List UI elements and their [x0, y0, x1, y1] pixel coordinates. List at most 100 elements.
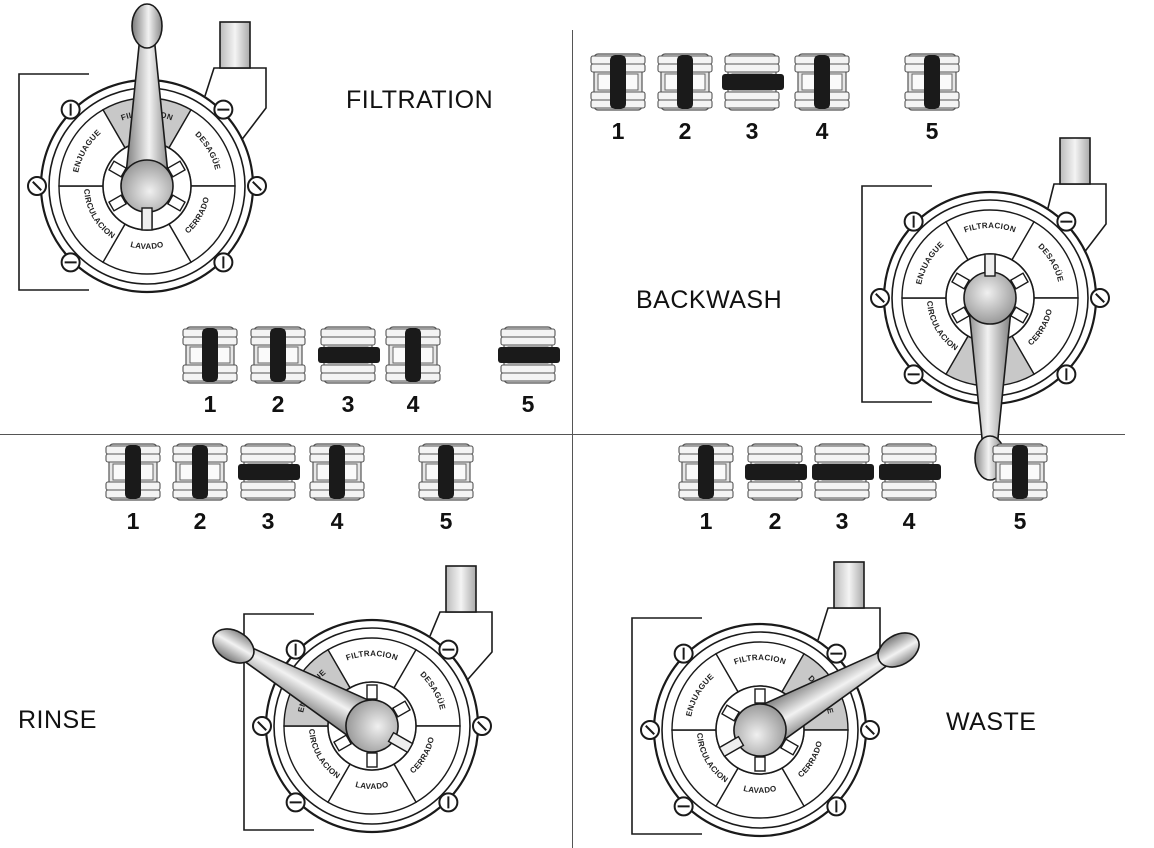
- bolt-icon: [860, 720, 880, 740]
- ball-valve-1: [678, 443, 734, 501]
- backwash-multiport-dial: FILTRACIONDESAGÜECERRADOLAVADOCIRCULACIO…: [861, 137, 1110, 481]
- port-slot: [1009, 306, 1029, 324]
- valve-lever-open: [125, 445, 141, 499]
- dial-segment-label: FILTRACION: [963, 221, 1017, 234]
- selector-handle: [718, 632, 920, 758]
- valve-lever-open: [405, 328, 421, 382]
- horizontal-divider: [0, 434, 1125, 435]
- valve-lever-closed: [318, 347, 380, 363]
- valve-number-1: 1: [611, 118, 625, 144]
- pipe-housing: [204, 67, 267, 147]
- bolt-icon: [27, 176, 47, 196]
- ball-valve-3: [812, 443, 874, 501]
- port-slot: [754, 756, 766, 772]
- bolt-icon: [673, 643, 694, 664]
- port-slot: [108, 160, 128, 178]
- rinse-title: RINSE: [18, 706, 97, 734]
- bolt-icon: [640, 720, 660, 740]
- ball-valve-1: [182, 326, 238, 384]
- valve-number-1: 1: [699, 508, 713, 534]
- ball-valve-5: [904, 53, 960, 111]
- valve-number-3: 3: [745, 118, 759, 144]
- mounting-bracket: [631, 617, 702, 835]
- port-slot: [166, 194, 186, 212]
- valve-lever-open: [192, 445, 208, 499]
- mounting-bracket: [861, 185, 932, 403]
- port-slot: [754, 688, 766, 704]
- valve-lever-open: [677, 55, 693, 109]
- ball-valve-2: [250, 326, 306, 384]
- mounting-bracket: [18, 73, 89, 291]
- valve-number-1: 1: [203, 391, 217, 417]
- ball-valve-5: [992, 443, 1048, 501]
- port-slot: [951, 306, 971, 324]
- bolt-icon: [1090, 288, 1110, 308]
- handle-pointer: [984, 253, 996, 277]
- selector-handle: [212, 628, 414, 754]
- handle-pointer: [141, 207, 153, 231]
- bolt-icon: [673, 796, 694, 817]
- port-slot: [391, 700, 411, 718]
- valve-lever-closed: [722, 74, 784, 90]
- selector-handle: [120, 3, 174, 231]
- port-slot: [1009, 272, 1029, 290]
- valve-lever-closed: [498, 347, 560, 363]
- ball-valve-4: [879, 443, 941, 501]
- port-slot: [166, 160, 186, 178]
- valve-number-3: 3: [835, 508, 849, 534]
- bolt-icon: [903, 211, 924, 232]
- bolt-icon: [285, 792, 306, 813]
- rinse-multiport-dial: FILTRACIONDESAGÜECERRADOLAVADOCIRCULACIO…: [212, 565, 493, 834]
- valve-lever-closed: [745, 464, 807, 480]
- handle-hub: [120, 159, 174, 213]
- bolt-icon: [1056, 364, 1077, 385]
- ball-valve-3: [238, 443, 300, 501]
- valve-number-2: 2: [768, 508, 782, 534]
- handle-hub: [963, 271, 1017, 325]
- valve-lever-open: [814, 55, 830, 109]
- ball-valve-3: [318, 326, 380, 384]
- dial-segment-label: FILTRACION: [345, 649, 399, 662]
- backwash-title: BACKWASH: [636, 286, 783, 314]
- valve-number-4: 4: [406, 391, 420, 417]
- bolt-icon: [247, 176, 267, 196]
- valve-lever-open: [1012, 445, 1028, 499]
- valve-number-5: 5: [925, 118, 939, 144]
- valve-lever-open: [438, 445, 454, 499]
- filtration-multiport-dial: FILTRACIONDESAGÜECERRADOLAVADOCIRCULACIO…: [18, 3, 267, 294]
- bolt-icon: [1056, 211, 1077, 232]
- ball-valve-3: [722, 53, 784, 111]
- handle-pointer: [387, 731, 414, 754]
- valve-lever-open: [270, 328, 286, 382]
- valve-number-3: 3: [261, 508, 275, 534]
- port-slot: [333, 734, 353, 752]
- ball-valve-2: [657, 53, 713, 111]
- ball-valve-2: [745, 443, 807, 501]
- valve-number-5: 5: [521, 391, 535, 417]
- valve-number-4: 4: [902, 508, 916, 534]
- valve-number-4: 4: [815, 118, 829, 144]
- bolt-icon: [213, 252, 234, 273]
- valve-number-2: 2: [193, 508, 207, 534]
- pipe-outlet: [445, 565, 477, 613]
- valve-number-4: 4: [330, 508, 344, 534]
- ball-valve-4: [309, 443, 365, 501]
- dial-segment-label: LAVADO: [742, 784, 777, 795]
- port-slot: [951, 272, 971, 290]
- bolt-icon: [438, 639, 459, 660]
- pipe-outlet: [1059, 137, 1091, 185]
- bolt-icon: [213, 99, 234, 120]
- port-slot: [779, 738, 799, 756]
- bolt-icon: [60, 252, 81, 273]
- ball-valve-4: [794, 53, 850, 111]
- port-slot: [108, 194, 128, 212]
- ball-valve-1: [105, 443, 161, 501]
- pipe-outlet: [219, 21, 251, 69]
- valve-number-5: 5: [439, 508, 453, 534]
- port-slot: [366, 684, 378, 700]
- bolt-icon: [285, 639, 306, 660]
- dial-segment-label: LAVADO: [354, 780, 389, 791]
- valve-lever-open: [924, 55, 940, 109]
- pipe-outlet: [833, 561, 865, 609]
- dial-segment-label: FILTRACION: [733, 653, 787, 666]
